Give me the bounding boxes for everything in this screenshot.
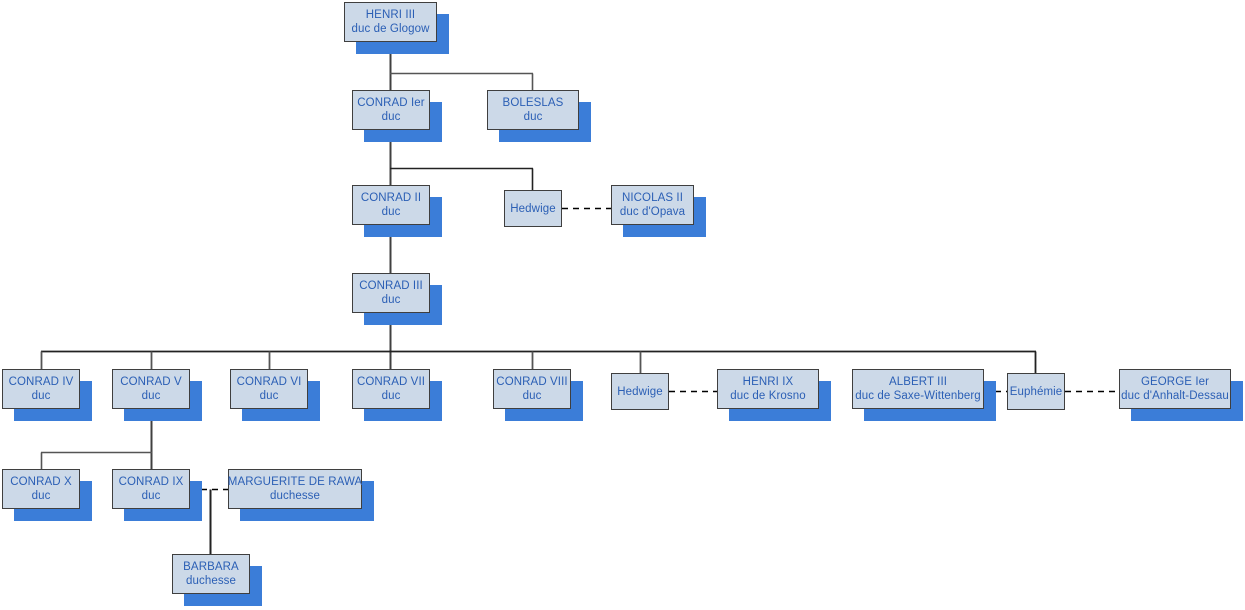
node-title: HENRI IX — [742, 376, 794, 388]
node-subtitle: duc de Saxe-Wittenberg — [855, 390, 981, 402]
node-conrad10[interactable]: CONRAD X duc — [2, 469, 80, 509]
node-conrad9[interactable]: CONRAD IX duc — [112, 469, 190, 509]
node-george1[interactable]: GEORGE Ier duc d'Anhalt-Dessau — [1119, 369, 1231, 409]
node-conrad7[interactable]: CONRAD VII duc — [352, 369, 430, 409]
node-subtitle: duc — [31, 490, 51, 502]
node-conrad3[interactable]: CONRAD III duc — [352, 273, 430, 313]
node-conrad5[interactable]: CONRAD V duc — [112, 369, 190, 409]
node-title: CONRAD VI — [236, 376, 302, 388]
node-title: CONRAD V — [120, 376, 182, 388]
node-subtitle: duc — [381, 294, 401, 306]
node-barbara[interactable]: BARBARA duchesse — [172, 554, 250, 594]
node-title: CONRAD II — [360, 192, 422, 204]
node-subtitle: duc — [381, 111, 401, 123]
node-conrad1[interactable]: CONRAD Ier duc — [352, 90, 430, 130]
node-boleslas[interactable]: BOLESLAS duc — [487, 90, 579, 130]
node-conrad2[interactable]: CONRAD II duc — [352, 185, 430, 225]
node-title: NICOLAS II — [621, 192, 684, 204]
node-title: CONRAD IX — [118, 476, 184, 488]
node-subtitle: duc de Glogow — [351, 23, 430, 35]
node-title: CONRAD VIII — [496, 376, 568, 388]
node-marguerite[interactable]: MARGUERITE DE RAWA duchesse — [228, 469, 362, 509]
node-subtitle: duc — [381, 206, 401, 218]
node-subtitle: duc d'Opava — [619, 206, 686, 218]
node-title: CONRAD Ier — [357, 97, 425, 109]
node-title: GEORGE Ier — [1140, 376, 1210, 388]
node-title: CONRAD X — [10, 476, 72, 488]
node-title: CONRAD VII — [356, 376, 426, 388]
node-euphemie[interactable]: Euphémie — [1007, 373, 1065, 410]
node-conrad8[interactable]: CONRAD VIII duc — [493, 369, 571, 409]
node-title: CONRAD III — [359, 280, 423, 292]
node-title: HENRI III — [365, 9, 416, 21]
node-conrad4[interactable]: CONRAD IV duc — [2, 369, 80, 409]
node-albert3[interactable]: ALBERT III duc de Saxe-Wittenberg — [852, 369, 984, 409]
node-conrad6[interactable]: CONRAD VI duc — [230, 369, 308, 409]
node-subtitle: duc d'Anhalt-Dessau — [1121, 390, 1229, 402]
node-title: ALBERT III — [888, 376, 948, 388]
node-title: Hedwige — [510, 202, 556, 215]
node-title: MARGUERITE DE RAWA — [227, 476, 363, 488]
node-subtitle: duc de Krosno — [730, 390, 806, 402]
node-title: Euphémie — [1009, 385, 1063, 398]
node-subtitle: duc — [141, 490, 161, 502]
node-title: Hedwige — [617, 385, 663, 398]
node-hedwige1[interactable]: Hedwige — [504, 190, 562, 227]
node-subtitle: duc — [522, 390, 542, 402]
node-title: CONRAD IV — [8, 376, 74, 388]
node-hedwige2[interactable]: Hedwige — [611, 373, 669, 410]
node-subtitle: duc — [381, 390, 401, 402]
node-henri3[interactable]: HENRI III duc de Glogow — [344, 2, 437, 42]
node-title: BARBARA — [183, 561, 239, 573]
node-subtitle: duc — [141, 390, 161, 402]
node-title: BOLESLAS — [502, 97, 564, 109]
node-subtitle: duc — [523, 111, 543, 123]
node-subtitle: duc — [31, 390, 51, 402]
node-nicolas2[interactable]: NICOLAS II duc d'Opava — [611, 185, 694, 225]
node-henri9[interactable]: HENRI IX duc de Krosno — [717, 369, 819, 409]
node-subtitle: duchesse — [185, 575, 237, 587]
node-subtitle: duc — [259, 390, 279, 402]
node-subtitle: duchesse — [269, 490, 321, 502]
